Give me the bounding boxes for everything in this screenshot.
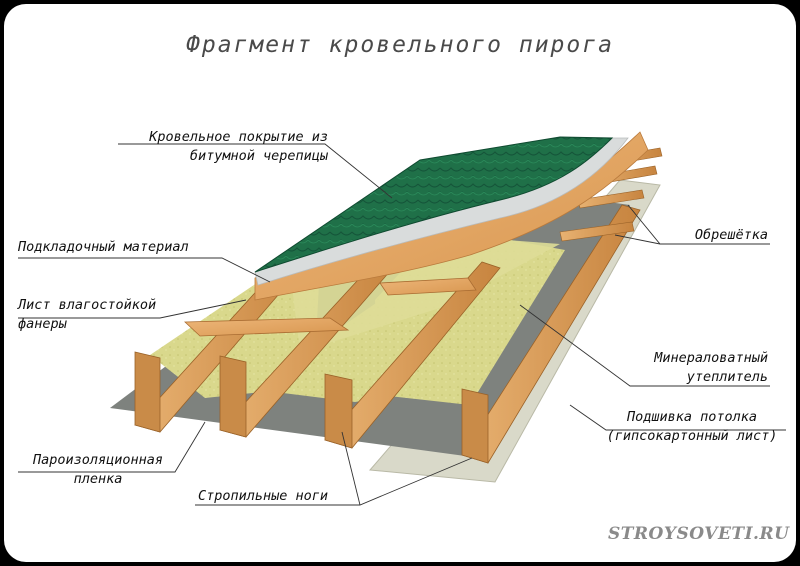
label-insulation-line-2: утеплитель: [686, 369, 768, 385]
label-plywood-line-1: Лист влагостойкой: [18, 297, 157, 313]
label-vapor-barrier-line-1: Пароизоляционная: [32, 452, 164, 468]
leader-rafters-2: [341, 431, 361, 506]
batten-4: [559, 221, 635, 242]
label-vapor-barrier-line-2: пленка: [73, 471, 123, 487]
leader-vapor: [18, 421, 206, 473]
label-ceiling-line-2: (гипсокартонный лист): [606, 428, 778, 444]
rafter-end-2: [219, 355, 247, 438]
label-insulation-line-1: Минераловатный: [654, 350, 768, 366]
leader-battens-2: [614, 234, 661, 245]
leader-roof-covering: [118, 143, 393, 199]
label-underlay: Подкладочный материал: [18, 239, 189, 255]
label-ceiling-line-1: Подшивка потолка: [626, 409, 758, 425]
label-plywood-line-2: фанеры: [18, 316, 67, 332]
rafter-end-3: [324, 373, 353, 449]
label-battens: Обрешётка: [694, 227, 768, 243]
diagram-title: Фрагмент кровельного пирога: [186, 32, 614, 58]
plywood-strip-back: [379, 277, 477, 296]
label-roof-covering-line-2: битумной черепицы: [189, 148, 328, 164]
leader-plywood: [18, 299, 247, 319]
label-roof-covering: Кровельное покрытие из битумной черепицы: [118, 128, 328, 166]
rafter-end-1: [134, 351, 161, 433]
label-rafters: Стропильные ноги: [198, 488, 329, 504]
rafter-end-4: [461, 388, 489, 464]
label-roof-covering-line-1: Кровельное покрытие из: [149, 129, 328, 145]
leader-ceiling: [569, 404, 786, 431]
label-plywood: Лист влагостойкой фанеры: [18, 296, 156, 334]
leader-lines: [18, 143, 786, 506]
watermark: STROYSOVETI.RU: [608, 524, 790, 544]
label-insulation: Минераловатный утеплитель: [600, 349, 768, 387]
leader-insulation: [519, 304, 770, 387]
leader-underlay: [18, 257, 271, 283]
label-vapor-barrier: Пароизоляционная пленка: [18, 451, 178, 489]
plywood-strip-front: [184, 317, 350, 337]
label-ceiling: Подшивка потолка (гипсокартонный лист): [594, 408, 790, 446]
shingle-layer: [254, 136, 614, 273]
